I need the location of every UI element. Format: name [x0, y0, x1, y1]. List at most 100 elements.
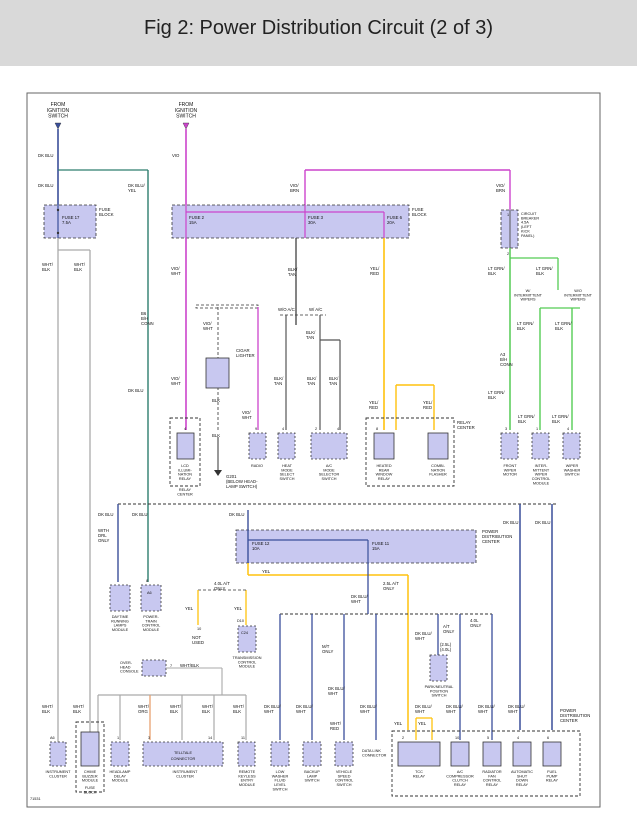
diagram-label: DK BLU/YEL [128, 183, 146, 193]
diagram-label: BLK/TAN [306, 330, 316, 340]
diagram-label: DK BLU [229, 512, 245, 517]
cigar-lighter-box [195, 304, 259, 309]
diagram-label: LT GRN/BLK [517, 321, 534, 331]
diagram-label: VIO/WHT [171, 376, 181, 386]
diagram-label: W/O A/C [278, 307, 295, 312]
diagram-label: DK BLU/WHT [360, 704, 378, 714]
diagram-label: VIO/BRN [496, 183, 505, 193]
diagram-label: WHT/BLK [233, 704, 245, 714]
diagram-label: 2 [315, 427, 317, 431]
diagram-label: DK BLU [38, 183, 54, 188]
diagram-label: C24 [241, 631, 248, 635]
diagram-label: DK BLU/WHT [351, 594, 369, 604]
diagram-label: 71531 [30, 797, 41, 801]
diagram-label: LT GRN/BLK [518, 414, 535, 424]
diagram-label: LT GRN/BLK [555, 321, 572, 331]
diagram-label: VIO/WHT [171, 266, 181, 276]
diagram-label: 8 [146, 579, 148, 583]
illum-relay-box [169, 417, 201, 487]
diagram-label: WHT/BLK [180, 663, 199, 668]
diagram-label: 14 [208, 736, 212, 740]
diagram-label: DK BLU/WHT [328, 686, 346, 696]
diagram-label: YEL [185, 606, 194, 611]
diagram-label: RADIO [251, 464, 263, 468]
diagram-label: G201(BELOW HEAD-LAMP SWITCH) [226, 474, 258, 489]
diagram-label: LT GRN/BLK [488, 266, 505, 276]
diagram-label: 3 [148, 736, 150, 740]
diagram-label: DK BLU [98, 512, 114, 517]
diagram-label: WHT/BLK [42, 262, 54, 272]
diagram-label: VIO/BRN [290, 183, 299, 193]
diagram-label: LT GRN/BLK [536, 266, 553, 276]
diagram-label: YEL [234, 606, 243, 611]
diagram-label: LT GRN/BLK [552, 414, 569, 424]
diagram-label: 4 [282, 427, 284, 431]
diagram-label: 10 [455, 736, 459, 740]
diagram-label: DK BLU/WHT [264, 704, 282, 714]
diagram-label: WHT/BLK [73, 704, 85, 714]
diagram-label: 4 [517, 736, 519, 740]
diagram-label: BLK [212, 398, 220, 403]
diagram-label: W/ A/C [309, 307, 322, 312]
diagram-label: (2.5L)(4.0L) [440, 642, 452, 652]
diagram-label: WHT/BLK [42, 704, 54, 714]
diagram-label: WHT/ORG [138, 704, 150, 714]
bottom-relay-center [391, 730, 581, 797]
diagram-label: 7 [170, 664, 172, 668]
diagram-label: 10 [197, 627, 201, 631]
diagram-label: 4 [337, 427, 339, 431]
diagram-label: YEL [394, 721, 403, 726]
diagram-label: YEL/RED [370, 266, 380, 276]
diagram-label: DK BLU/WHT [446, 704, 464, 714]
relay-center-box [365, 417, 455, 487]
diagram-label: 11 [241, 736, 245, 740]
diagram-label: 2 [402, 736, 404, 740]
diagram-label: 4 [184, 427, 186, 431]
diagram-label: A6 [147, 591, 152, 595]
diagram-label: 1 [536, 427, 538, 431]
diagram-label: 8 [376, 427, 378, 431]
diagram-label: DK BLU [132, 512, 148, 517]
diagram-label: 6 [547, 736, 549, 740]
diagram-label: YEL/RED [369, 400, 379, 410]
diagram-label: WHT/RED [330, 721, 342, 731]
